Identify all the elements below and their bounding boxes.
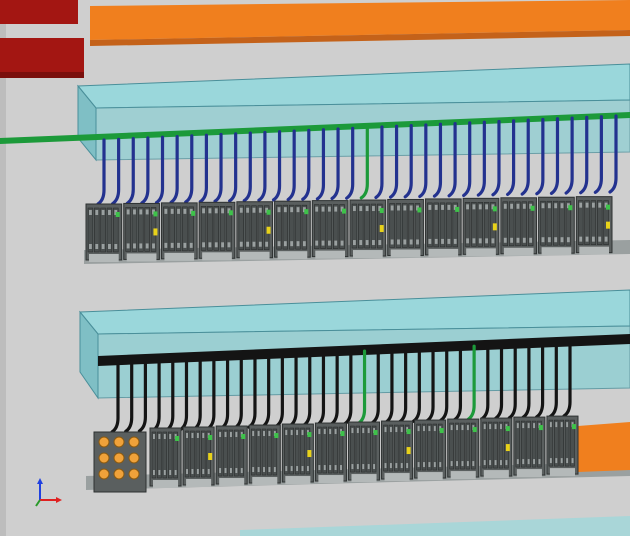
upper-terminal-block[interactable]	[424, 198, 462, 257]
axis-triad-icon	[35, 478, 62, 507]
wire	[198, 133, 208, 204]
wire	[462, 121, 472, 198]
wire	[124, 359, 134, 434]
wire	[521, 342, 531, 420]
upper-terminal-block[interactable]	[85, 203, 123, 262]
upper-terminal-block[interactable]	[236, 201, 274, 260]
upper-terminal-block[interactable]	[538, 196, 575, 256]
wire	[466, 344, 476, 421]
wire	[96, 138, 106, 206]
wire	[137, 359, 147, 433]
wire	[228, 132, 238, 203]
lower-terminal-block[interactable]	[314, 422, 347, 484]
lower-terminal-block[interactable]	[347, 421, 381, 483]
wire	[154, 135, 165, 205]
wire	[184, 134, 194, 204]
wire	[286, 129, 296, 202]
wire	[506, 119, 516, 196]
upper-terminal-row	[85, 196, 613, 262]
wire	[535, 341, 545, 419]
upper-wire-group	[96, 114, 618, 206]
wire	[549, 117, 560, 195]
upper-terminal-block[interactable]	[387, 198, 424, 258]
upper-terminal-block[interactable]	[462, 197, 500, 257]
wire	[213, 132, 223, 203]
lower-terminal-block[interactable]	[248, 424, 281, 486]
orange-top-rail-shade	[90, 30, 630, 46]
wire	[178, 357, 189, 432]
wire	[388, 124, 399, 199]
lower-terminal-row	[93, 415, 579, 493]
wire	[520, 118, 530, 196]
wire	[491, 119, 501, 197]
wire	[476, 120, 486, 197]
lower-terminal-block[interactable]	[447, 418, 480, 480]
lower-terminal-block[interactable]	[182, 426, 215, 488]
upper-terminal-block[interactable]	[349, 199, 387, 259]
axis-y-icon	[35, 499, 41, 507]
axis-x-arrow-icon	[56, 497, 62, 503]
wire	[169, 134, 179, 204]
lower-terminal-block[interactable]	[381, 420, 414, 482]
lower-terminal-block[interactable]	[281, 423, 314, 485]
wire	[564, 116, 574, 195]
upper-cable-duct-face	[95, 99, 630, 161]
orange-right-rail	[578, 422, 630, 472]
wire	[593, 115, 603, 194]
upper-terminal-block[interactable]	[575, 196, 613, 255]
upper-terminal-block[interactable]	[274, 200, 311, 260]
upper-terminal-block[interactable]	[198, 201, 236, 261]
lower-terminal-block[interactable]	[546, 415, 579, 477]
wire	[257, 130, 267, 202]
wire	[403, 124, 413, 199]
left-side-wall	[0, 0, 6, 536]
orange-top-rail	[90, 0, 630, 40]
upper-green-wire	[0, 112, 630, 144]
lower-terminal-block[interactable]	[149, 427, 182, 488]
orange-power-terminal-block[interactable]	[93, 431, 147, 493]
wire	[374, 125, 384, 200]
wire	[301, 128, 311, 201]
wire	[432, 122, 443, 198]
wire	[242, 131, 252, 203]
wire	[315, 128, 326, 201]
wire	[447, 121, 457, 198]
wire	[125, 137, 135, 205]
lower-terminal-block[interactable]	[480, 417, 513, 479]
wire	[493, 343, 504, 421]
wire	[110, 360, 120, 434]
wire	[359, 126, 369, 200]
lower-terminal-block[interactable]	[513, 416, 546, 478]
wire	[345, 126, 355, 200]
wire	[439, 345, 449, 422]
axis-z-arrow-icon	[37, 478, 43, 484]
wire	[111, 137, 121, 206]
red-panel-middle-shade	[0, 72, 84, 78]
wire	[535, 117, 545, 196]
wire	[418, 123, 428, 199]
lower-wire-group	[110, 340, 572, 434]
wire	[507, 342, 517, 420]
lower-terminal-block[interactable]	[414, 419, 447, 481]
lower-terminal-block[interactable]	[215, 425, 248, 487]
upper-terminal-block[interactable]	[160, 202, 198, 261]
wire	[579, 115, 589, 195]
wire	[608, 114, 618, 194]
wire	[330, 127, 340, 201]
red-panel-top	[0, 0, 78, 24]
upper-terminal-block[interactable]	[311, 200, 349, 259]
upper-terminal-block[interactable]	[500, 197, 538, 256]
bottom-duct-edge	[240, 516, 630, 536]
upper-terminal-block[interactable]	[123, 202, 160, 262]
wire	[548, 341, 558, 419]
wire	[140, 136, 150, 205]
wire	[562, 340, 572, 418]
wire	[271, 130, 282, 202]
red-panel-middle	[0, 38, 84, 78]
